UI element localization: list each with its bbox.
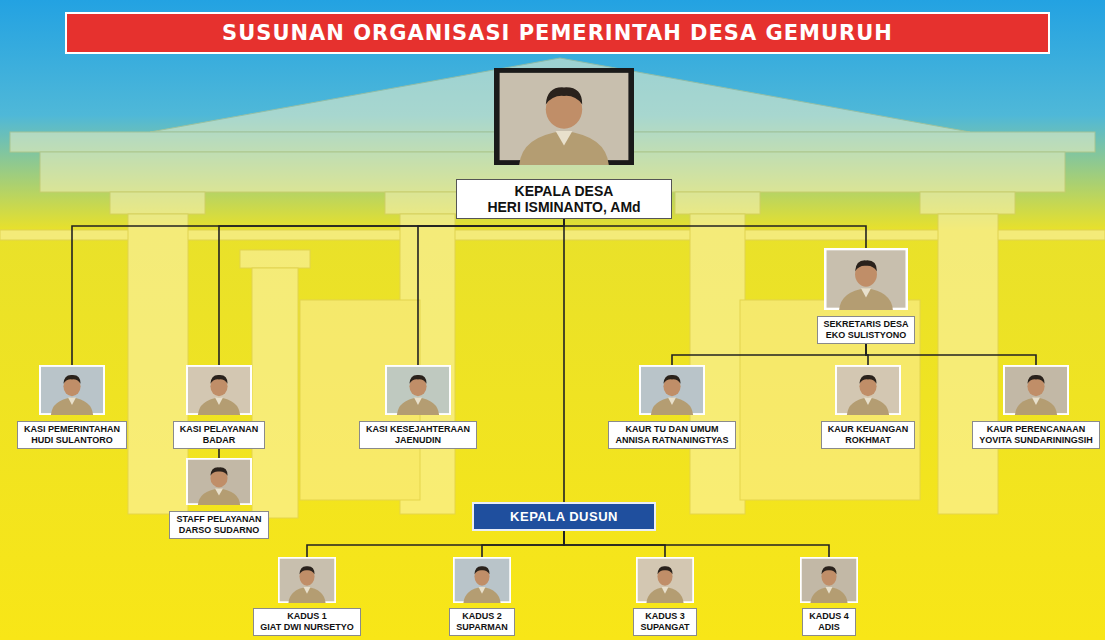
name-plate: KASI PEMERINTAHANHUDI SULANTORO [17, 421, 127, 449]
person-name: JAENUDIN [366, 435, 470, 446]
position-title: KASI PELAYANAN [180, 424, 258, 435]
position-box: KAUR TU DAN UMUMANNISA RATNANINGTYAS [608, 365, 735, 449]
person-name: HUDI SULANTORO [24, 435, 120, 446]
portrait-photo [278, 557, 336, 603]
title-banner: SUSUNAN ORGANISASI PEMERINTAH DESA GEMUR… [65, 12, 1050, 54]
position-title: KASI KESEJAHTERAAN [366, 424, 470, 435]
position-box: KASI PELAYANANBADAR [173, 365, 265, 449]
org-connector [219, 219, 564, 365]
portrait-photo [494, 68, 634, 165]
position-title: KADUS 2 [456, 611, 507, 622]
portrait-photo [39, 365, 105, 415]
position-title: KEPALA DESA [487, 183, 640, 199]
name-plate: KAUR KEUANGANROKHMAT [821, 421, 916, 449]
person-name: BADAR [180, 435, 258, 446]
position-title: KADUS 3 [640, 611, 689, 622]
person-name: DARSO SUDARNO [176, 525, 261, 536]
name-plate: KADUS 1GIAT DWI NURSETYO [253, 608, 360, 636]
person-name: HERI ISMINANTO, AMd [487, 199, 640, 215]
org-connector [564, 531, 829, 557]
position-title: KAUR KEUANGAN [828, 424, 909, 435]
group-band: KEPALA DUSUN [472, 502, 656, 531]
position-box: KADUS 4ADIS [800, 557, 858, 636]
portrait-photo [453, 557, 511, 603]
name-plate: KAUR PERENCANAANYOVITA SUNDARININGSIH [972, 421, 1100, 449]
portrait-photo [186, 365, 252, 415]
position-title: KAUR TU DAN UMUM [615, 424, 728, 435]
position-title: KASI PEMERINTAHAN [24, 424, 120, 435]
band-label: KEPALA DUSUN [472, 502, 656, 531]
position-title: KAUR PERENCANAAN [979, 424, 1093, 435]
org-connector [672, 344, 866, 365]
person-name: SUPANGAT [640, 622, 689, 633]
org-connector [218, 449, 220, 458]
name-plate: KADUS 2SUPARMAN [449, 608, 514, 636]
name-plate: KASI KESEJAHTERAANJAENUDIN [359, 421, 477, 449]
org-connector [563, 219, 565, 502]
portrait-photo [639, 365, 705, 415]
position-title: KADUS 4 [809, 611, 849, 622]
position-box: KASI KESEJAHTERAANJAENUDIN [359, 365, 477, 449]
name-plate: KEPALA DESAHERI ISMINANTO, AMd [456, 179, 671, 219]
portrait-photo [385, 365, 451, 415]
person-name: ROKHMAT [828, 435, 909, 446]
name-plate: KASI PELAYANANBADAR [173, 421, 265, 449]
portrait-photo [835, 365, 901, 415]
person-name: YOVITA SUNDARININGSIH [979, 435, 1093, 446]
position-title: SEKRETARIS DESA [824, 319, 909, 330]
person-name: SUPARMAN [456, 622, 507, 633]
person-name: EKO SULISTYONO [824, 330, 909, 341]
position-box: KADUS 1GIAT DWI NURSETYO [253, 557, 360, 636]
position-title: KADUS 1 [260, 611, 353, 622]
position-box: SEKRETARIS DESAEKO SULISTYONO [817, 248, 916, 344]
position-box: KADUS 3SUPANGAT [633, 557, 696, 636]
org-connector [564, 531, 665, 557]
position-title: STAFF PELAYANAN [176, 514, 261, 525]
position-title: KEPALA DUSUN [510, 509, 618, 524]
position-box: STAFF PELAYANANDARSO SUDARNO [169, 458, 268, 539]
position-box: KADUS 2SUPARMAN [449, 557, 514, 636]
position-box: KEPALA DESAHERI ISMINANTO, AMd [456, 68, 671, 219]
chart-title: SUSUNAN ORGANISASI PEMERINTAH DESA GEMUR… [222, 21, 893, 45]
portrait-photo [186, 458, 252, 505]
portrait-photo [800, 557, 858, 603]
portrait-photo [1003, 365, 1069, 415]
name-plate: KADUS 4ADIS [802, 608, 856, 636]
org-connector [866, 344, 1036, 365]
position-box: KASI PEMERINTAHANHUDI SULANTORO [17, 365, 127, 449]
person-name: ADIS [809, 622, 849, 633]
position-box: KAUR KEUANGANROKHMAT [821, 365, 916, 449]
portrait-photo [824, 248, 908, 310]
portrait-photo [636, 557, 694, 603]
position-box: KAUR PERENCANAANYOVITA SUNDARININGSIH [972, 365, 1100, 449]
org-connector [307, 531, 564, 557]
name-plate: KAUR TU DAN UMUMANNISA RATNANINGTYAS [608, 421, 735, 449]
org-connector [72, 219, 564, 365]
name-plate: SEKRETARIS DESAEKO SULISTYONO [817, 316, 916, 344]
person-name: ANNISA RATNANINGTYAS [615, 435, 728, 446]
person-name: GIAT DWI NURSETYO [260, 622, 353, 633]
org-connector [564, 219, 866, 248]
org-connector [418, 219, 564, 365]
name-plate: STAFF PELAYANANDARSO SUDARNO [169, 511, 268, 539]
name-plate: KADUS 3SUPANGAT [633, 608, 696, 636]
org-connector [482, 531, 564, 557]
